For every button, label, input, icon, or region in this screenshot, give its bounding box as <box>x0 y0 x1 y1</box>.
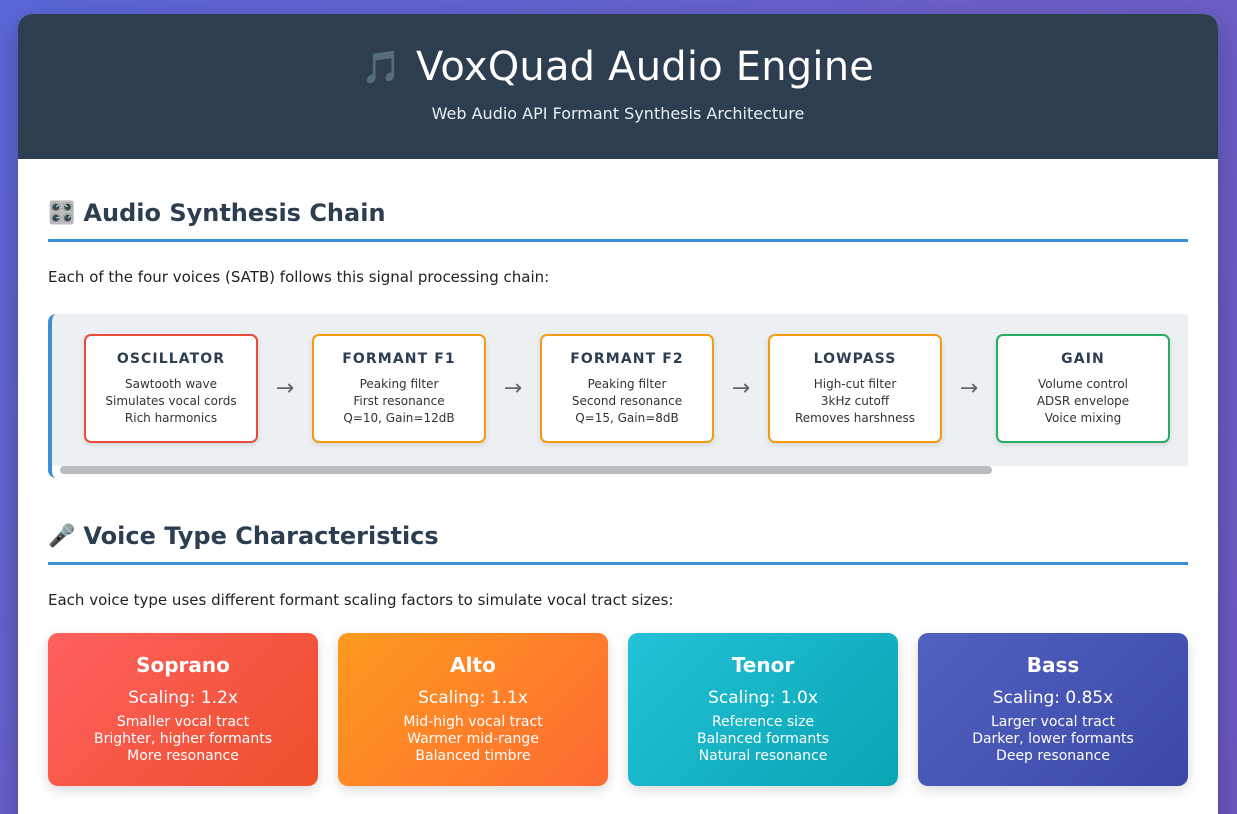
arrow-right-icon: → <box>959 376 979 401</box>
voice-section-title: 🎤 Voice Type Characteristics <box>48 522 1188 565</box>
page-title-text: VoxQuad Audio Engine <box>415 44 875 90</box>
voice-detail: Darker, lower formants <box>972 731 1134 747</box>
chain-section-title: 🎛️ Audio Synthesis Chain <box>48 199 1188 242</box>
chain-node-detail: Sawtooth wave <box>125 377 217 391</box>
arrow-right-icon: → <box>731 376 751 401</box>
voice-detail: Brighter, higher formants <box>94 731 272 747</box>
chain-node-detail: Simulates vocal cords <box>105 394 237 408</box>
chain-node-detail: Peaking filter <box>587 377 667 391</box>
voice-detail: Mid-high vocal tract <box>403 714 543 730</box>
chain-node-detail: Volume control <box>1037 377 1129 391</box>
voice-detail: Smaller vocal tract <box>116 714 250 730</box>
voice-detail: Reference size <box>711 714 815 730</box>
chain-node-title: FORMANT F2 <box>570 351 684 367</box>
voice-detail: Deep resonance <box>996 748 1110 764</box>
chain-node-detail: Q=15, Gain=8dB <box>575 411 679 425</box>
chain-section-title-text: Audio Synthesis Chain <box>83 199 386 227</box>
voice-name: Bass <box>1026 653 1080 677</box>
voice-scaling: Scaling: 1.0x <box>708 688 818 708</box>
chain-description: Each of the four voices (SATB) follows t… <box>48 268 550 286</box>
chain-node-detail: First resonance <box>353 394 445 408</box>
arrow-right-icon: → <box>503 376 523 401</box>
voice-detail: Balanced timbre <box>415 748 531 764</box>
voice-section-title-text: Voice Type Characteristics <box>83 522 439 550</box>
voice-scaling: Scaling: 0.85x <box>992 688 1114 708</box>
voice-name: Soprano <box>136 653 230 677</box>
chain-node-title: GAIN <box>1061 351 1105 367</box>
arrow-right-icon: → <box>1170 376 1189 401</box>
chain-node-title: LOWPASS <box>813 351 897 367</box>
chain-node-detail: Second resonance <box>571 394 683 408</box>
main-card: 🎵 VoxQuad Audio Engine Web Audio API For… <box>18 14 1218 814</box>
page-subtitle: Web Audio API Formant Synthesis Architec… <box>431 104 805 123</box>
chain-node-detail: High-cut filter <box>813 377 897 391</box>
musical-note-icon: 🎵 <box>361 48 402 86</box>
chain-node-detail: Removes harshness <box>794 411 915 425</box>
control-knobs-icon: 🎛️ <box>48 200 76 226</box>
voice-detail: Balanced formants <box>696 731 830 747</box>
horizontal-scrollbar[interactable] <box>56 466 1188 474</box>
chain-node-detail: Voice mixing <box>1044 411 1122 425</box>
chain-node-title: OSCILLATOR <box>116 351 226 367</box>
chain-node-detail: ADSR envelope <box>1036 394 1130 408</box>
page-header: 🎵 VoxQuad Audio Engine Web Audio API For… <box>18 14 1218 159</box>
chain-node-detail: Q=10, Gain=12dB <box>343 411 455 425</box>
arrow-right-icon: → <box>275 376 295 401</box>
chain-node-detail: 3kHz cutoff <box>820 394 890 408</box>
chain-node-title: FORMANT F1 <box>342 351 456 367</box>
voice-description: Each voice type uses different formant s… <box>48 591 674 609</box>
voice-scaling: Scaling: 1.2x <box>128 688 238 708</box>
microphone-icon: 🎤 <box>48 523 76 549</box>
voice-detail: Larger vocal tract <box>990 714 1116 730</box>
chain-node-detail: Rich harmonics <box>124 411 218 425</box>
chain-node-detail: Peaking filter <box>359 377 439 391</box>
content: 🎛️ Audio Synthesis Chain Each of the fou… <box>18 199 1218 786</box>
scrollbar-thumb[interactable] <box>60 466 992 474</box>
voice-detail: More resonance <box>127 748 239 764</box>
voice-name: Tenor <box>731 653 795 677</box>
page-title: 🎵 VoxQuad Audio Engine <box>18 44 1218 90</box>
voice-detail: Warmer mid-range <box>407 731 539 747</box>
voice-scaling: Scaling: 1.1x <box>418 688 528 708</box>
voice-name: Alto <box>450 653 496 677</box>
voice-detail: Natural resonance <box>698 748 828 764</box>
